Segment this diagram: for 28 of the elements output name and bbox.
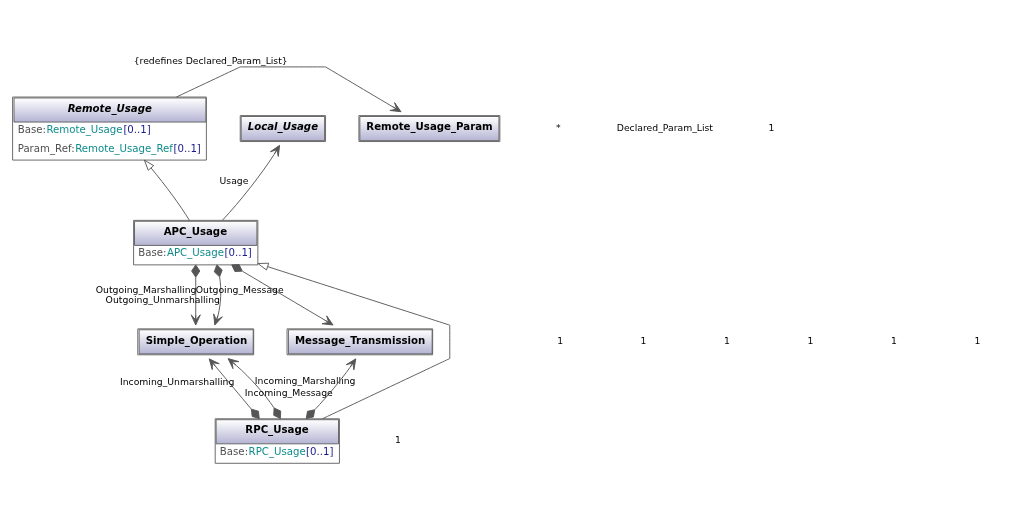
edge-label: Outgoing_Marshalling [95,283,197,295]
label: 1 [974,334,981,346]
arrow [208,357,260,419]
label: 1 [890,334,897,346]
label: 1 [640,334,647,346]
edge-label: {redefines Declared_Param_List} [133,54,288,66]
edge-label: Incoming_Unmarshalling [119,375,235,387]
arrow [227,357,282,419]
edge-label: Incoming_Message [244,386,333,398]
arrow [222,144,281,221]
arrow [257,262,451,419]
label: 1 [557,334,564,346]
arrow [143,159,190,221]
arrow [231,263,334,325]
edge-label: Outgoing_Message [195,283,284,295]
label: 1 [394,433,401,445]
label: Declared_Param_List [616,121,713,133]
arrow [190,263,201,325]
label: * [555,121,561,133]
label: 1 [724,334,730,346]
label: 1 [768,121,775,133]
arrow [213,263,223,325]
label: 1 [807,334,814,346]
edge-label: Incoming_Marshalling [254,374,356,386]
arrow [175,65,402,112]
edge-label: Outgoing_Unmarshalling [105,293,220,305]
edge-label: Usage [219,174,249,186]
arrow [305,357,357,419]
